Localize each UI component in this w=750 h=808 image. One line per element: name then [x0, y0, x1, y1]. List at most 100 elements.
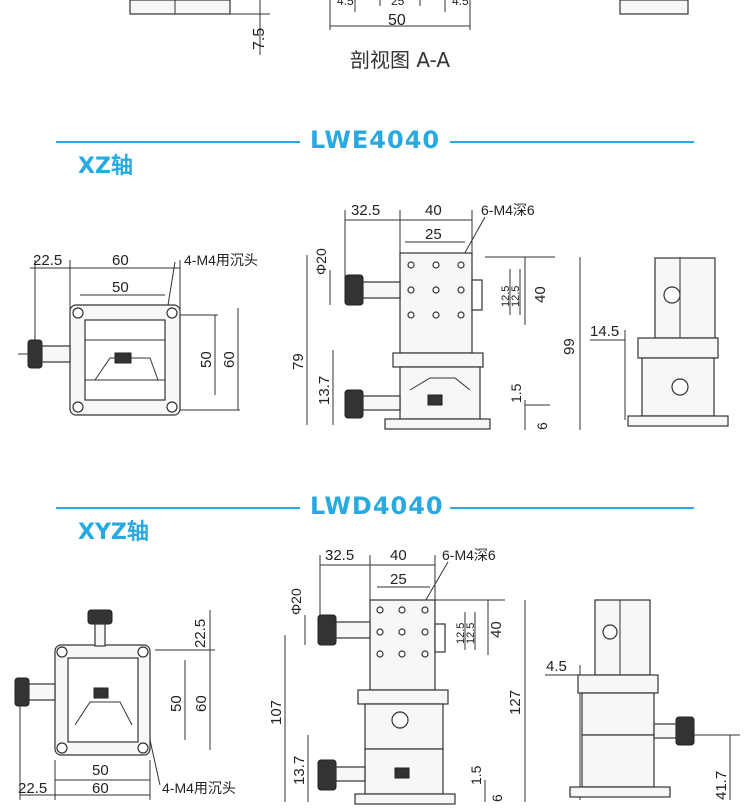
- top-block-right: [619, 0, 689, 15]
- lwe-side-d12-5a: 12.5: [500, 286, 512, 307]
- lwd-front-d22-5v: 22.5: [192, 619, 209, 648]
- lwd-side-v6: 6: [489, 794, 505, 802]
- lwd-end-lower: [581, 734, 655, 788]
- lwd-front-top-knob: [87, 609, 113, 625]
- lwd-end-v41-7: 41.7: [713, 771, 730, 800]
- lwd-side-note: 6-M4深6: [442, 547, 496, 563]
- lwd-side-d12-5a: 12.5: [455, 623, 467, 644]
- lwd-axis-label: XYZ轴: [78, 520, 149, 545]
- lwd-front-top-shaft: [94, 623, 106, 647]
- lwd-side-d40: 40: [390, 547, 407, 564]
- lwe-side-lower-stage: [399, 366, 481, 420]
- lwe-side-lower-knob: [344, 389, 364, 419]
- lwd-side-lower-lock: [394, 767, 410, 779]
- lwe-model-title: LWE4040: [310, 126, 441, 154]
- lwd-side-view: 32.5 40 25 6-M4深6 Φ20 12.5 12.5 40 107 1…: [268, 547, 526, 805]
- lwd-side-base: [354, 793, 456, 805]
- lwe-side-phi: Φ20: [313, 248, 329, 275]
- lwd-front-v50: 50: [168, 695, 185, 712]
- lwe-end-d14-5: 14.5: [590, 323, 619, 340]
- lwe-side-v79: 79: [290, 353, 307, 370]
- lwe-front-v60: 60: [221, 351, 238, 368]
- lwd-end-side-knob: [675, 716, 695, 746]
- lwe-side-plate: [392, 352, 484, 368]
- lwe-side-lower-shaft: [362, 395, 401, 411]
- lwd-side-v40: 40: [488, 621, 505, 638]
- lwe-front-knob: [27, 339, 43, 369]
- lwd-side-lower-shaft: [335, 766, 366, 782]
- lwd-end-knob: [602, 624, 618, 640]
- lwe-front-knob-shaft: [41, 345, 71, 363]
- lwd-end-upper: [594, 599, 651, 676]
- lwe-side-upper-shaft: [362, 281, 401, 299]
- lwe-side-view: 32.5 40 25 6-M4深6 Φ20 12.5 12.5 40 99 79…: [290, 202, 581, 430]
- lwd-front-view: 22.5 50 60 50 22.5 60 4-M4用沉头: [14, 609, 236, 800]
- lwd-front-side-shaft: [28, 683, 56, 701]
- lwd-front-d60: 60: [92, 780, 109, 797]
- lwd-side-v1-5: 1.5: [468, 765, 484, 785]
- lwd-front-lock: [93, 687, 109, 699]
- lwe-rule-right: [450, 141, 694, 143]
- lwe-side-upper-stage: [399, 252, 473, 354]
- lwd-front-note: 4-M4用沉头: [162, 780, 236, 796]
- lwd-side-d25: 25: [390, 571, 407, 588]
- top-dim-25: 25: [391, 0, 405, 8]
- lwd-side-d12-5b: 12.5: [465, 623, 477, 644]
- section-caption: 剖视图 A-A: [350, 48, 451, 72]
- lwe-front-d50: 50: [112, 279, 129, 296]
- lwe-side-d40: 40: [425, 202, 442, 219]
- lwe-side-upper-knob: [344, 274, 364, 306]
- lwe-side-v1-5: 1.5: [508, 383, 524, 403]
- lwe-end-view: 14.5: [590, 257, 729, 427]
- lwe-side-v13-7: 13.7: [316, 376, 333, 405]
- lwe-end-knob: [663, 286, 681, 304]
- lwe-front-view: 22.5 60 50 4-M4用沉头 50 60: [18, 252, 258, 416]
- top-dim-7-5: 7.5: [251, 28, 268, 50]
- lwd-end-view: 4.5 41.7: [545, 599, 740, 800]
- lwe-side-lock: [471, 279, 483, 311]
- lwd-model-title: LWD4040: [310, 492, 444, 520]
- lwe-front-d22-5: 22.5: [33, 252, 62, 269]
- lwe-rule-left: [56, 141, 300, 143]
- lwd-front-side-knob: [14, 677, 30, 707]
- lwd-end-plate: [577, 674, 659, 694]
- lwd-side-v13-7: 13.7: [291, 756, 308, 785]
- lwe-side-v40: 40: [532, 286, 549, 303]
- lwd-front-stage: [67, 657, 139, 743]
- lwe-end-base: [627, 415, 729, 427]
- top-dim-4-5a: 4.5: [337, 0, 354, 8]
- lwe-side-note: 6-M4深6: [481, 202, 535, 218]
- top-dim-4-5b: 4.5: [452, 0, 469, 8]
- lwd-end-side-shaft: [653, 723, 677, 739]
- lwe-axis-label: XZ轴: [78, 154, 133, 179]
- lwe-side-d32-5: 32.5: [351, 202, 380, 219]
- lwd-rule-left: [56, 507, 300, 509]
- lwd-side-lock: [434, 623, 446, 653]
- lwd-end-d4-5: 4.5: [546, 658, 567, 675]
- lwe-side-d25: 25: [425, 226, 442, 243]
- lwe-side-base: [384, 418, 491, 430]
- lwd-end-base: [569, 786, 671, 798]
- lwe-end-plate: [637, 337, 719, 359]
- lwd-side-v107: 107: [268, 700, 285, 725]
- lwd-side-d32-5: 32.5: [325, 547, 354, 564]
- lwd-side-phi: Φ20: [288, 588, 304, 615]
- lwd-side-upper-shaft: [335, 621, 371, 639]
- lwe-side-d12-5b: 12.5: [510, 286, 522, 307]
- lwe-front-note: 4-M4用沉头: [184, 252, 258, 268]
- lwd-side-plate: [357, 689, 449, 705]
- lwe-side-lower-lock: [427, 394, 443, 406]
- lwd-side-v127: 127: [507, 690, 524, 715]
- top-dim-50: 50: [388, 12, 406, 29]
- lwd-front-d50: 50: [92, 762, 109, 779]
- lwe-side-v99: 99: [561, 338, 578, 355]
- lwd-front-d22-5: 22.5: [18, 780, 47, 797]
- lwe-front-v50: 50: [198, 351, 215, 368]
- top-block-left: [129, 0, 231, 15]
- lwd-front-v60: 60: [193, 695, 210, 712]
- lwd-rule-right: [450, 507, 694, 509]
- lwe-front-d60: 60: [112, 252, 129, 269]
- lwe-side-v6: 6: [534, 422, 550, 430]
- top-section-drawing: 4.5 25 4.5 50 7.5: [129, 0, 689, 55]
- lwd-side-lower-knob: [317, 759, 337, 791]
